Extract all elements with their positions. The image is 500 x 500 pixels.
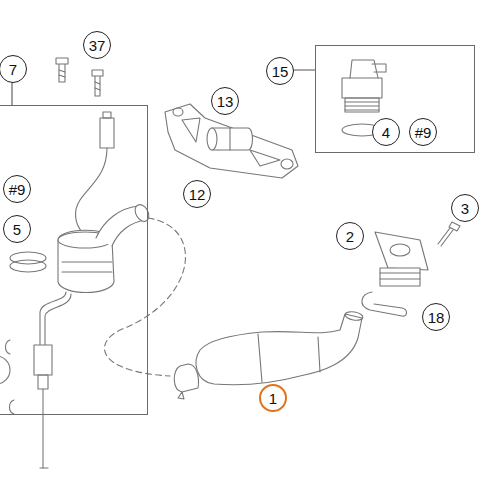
callout-number: 5 — [13, 222, 21, 237]
callout-number: 2 — [346, 229, 354, 244]
callout-circle: #9 — [409, 118, 437, 146]
callout-circle: 3 — [451, 194, 479, 222]
callout-circle: 2 — [336, 222, 364, 250]
callout-circle: 12 — [183, 180, 211, 208]
frame-callout: 15 — [266, 57, 294, 85]
callout-number: 1 — [269, 391, 277, 406]
group-frame: 154#9 — [315, 45, 475, 153]
callout-circle: 18 — [422, 303, 450, 331]
callout-circle: 5 — [3, 215, 31, 243]
callout-number: 37 — [89, 38, 106, 53]
callout-circle: 4 — [372, 118, 400, 146]
callout-circle: #9 — [3, 175, 31, 203]
callout-circle: 37 — [83, 31, 111, 59]
callout-number: #9 — [415, 125, 432, 140]
callout-number: 7 — [9, 62, 17, 77]
callout-number: #9 — [9, 182, 26, 197]
callout-number: 15 — [272, 64, 289, 79]
callout-number: 18 — [428, 310, 445, 325]
callout-circle: 13 — [211, 87, 239, 115]
callout-number: 13 — [217, 94, 234, 109]
frame-callout: 7 — [0, 55, 27, 83]
callout-circle: 1 — [259, 384, 287, 412]
callout-number: 4 — [382, 125, 390, 140]
group-frame: 7#95 — [0, 105, 148, 415]
callout-number: 3 — [461, 201, 469, 216]
callout-number: 12 — [189, 187, 206, 202]
